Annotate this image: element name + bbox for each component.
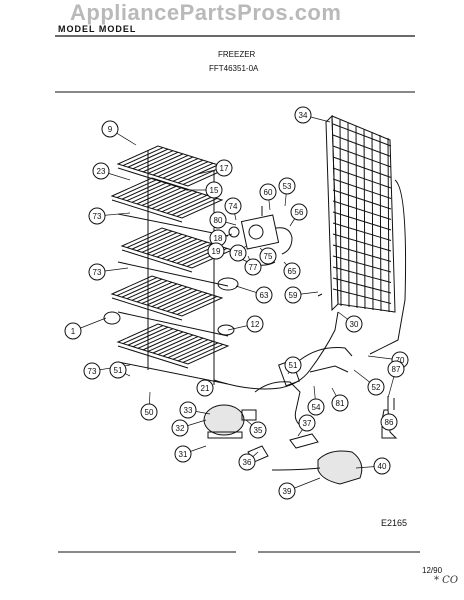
svg-text:19: 19 — [212, 247, 221, 256]
svg-text:60: 60 — [264, 188, 273, 197]
svg-text:73: 73 — [93, 212, 102, 221]
part-callout-17: 17 — [215, 159, 233, 177]
svg-text:31: 31 — [179, 450, 188, 459]
fan-shroud-drawing — [317, 450, 363, 485]
svg-text:39: 39 — [283, 487, 292, 496]
svg-text:17: 17 — [220, 164, 229, 173]
svg-text:74: 74 — [229, 202, 238, 211]
svg-text:73: 73 — [93, 268, 102, 277]
part-callout-54: 54 — [307, 398, 325, 416]
svg-text:18: 18 — [214, 234, 223, 243]
part-callout-65: 65 — [283, 262, 301, 280]
svg-text:56: 56 — [295, 208, 304, 217]
svg-text:53: 53 — [283, 182, 292, 191]
part-callout-31: 31 — [174, 445, 192, 463]
svg-text:51: 51 — [289, 361, 298, 370]
handwritten-note: * CO — [434, 575, 459, 586]
svg-text:36: 36 — [243, 458, 252, 467]
part-callout-21: 21 — [196, 379, 214, 397]
section-title: FREEZER — [218, 50, 256, 59]
svg-text:75: 75 — [264, 252, 273, 261]
shelf-rack — [110, 275, 224, 321]
part-callout-36: 36 — [238, 453, 256, 471]
part-callout-30: 30 — [345, 315, 363, 333]
svg-text:78: 78 — [234, 249, 243, 258]
model-number: FFT46351-0A — [209, 64, 259, 73]
shelf-rack — [116, 323, 230, 369]
svg-text:51: 51 — [114, 366, 123, 375]
model-label: MODEL MODEL — [58, 24, 137, 34]
svg-text:9: 9 — [108, 125, 113, 134]
svg-text:52: 52 — [372, 383, 381, 392]
part-callout-9: 9 — [101, 120, 119, 138]
svg-text:12: 12 — [251, 320, 260, 329]
part-callout-60: 60 — [259, 183, 277, 201]
svg-text:54: 54 — [312, 403, 321, 412]
part-callout-33: 33 — [179, 401, 197, 419]
part-callout-15: 15 — [205, 181, 223, 199]
part-callout-40: 40 — [373, 457, 391, 475]
part-callout-51: 51 — [284, 356, 302, 374]
part-callout-39: 39 — [278, 482, 296, 500]
svg-text:34: 34 — [299, 111, 308, 120]
part-callout-51: 51 — [109, 361, 127, 379]
svg-text:70: 70 — [396, 356, 405, 365]
svg-text:81: 81 — [336, 399, 345, 408]
part-callout-81: 81 — [331, 394, 349, 412]
part-callout-73: 73 — [88, 207, 106, 225]
svg-text:59: 59 — [289, 291, 298, 300]
svg-text:86: 86 — [385, 418, 394, 427]
part-callout-87: 87 — [387, 360, 405, 378]
watermark: AppliancePartsPros.com — [70, 0, 342, 25]
svg-text:73: 73 — [88, 367, 97, 376]
svg-text:63: 63 — [260, 291, 269, 300]
part-callout-56: 56 — [290, 203, 308, 221]
svg-text:77: 77 — [249, 263, 258, 272]
svg-text:80: 80 — [214, 216, 223, 225]
svg-text:1: 1 — [71, 327, 76, 336]
svg-text:33: 33 — [184, 406, 193, 415]
svg-text:21: 21 — [201, 384, 210, 393]
part-callout-1: 1 — [64, 322, 82, 340]
part-callout-86: 86 — [380, 413, 398, 431]
part-callout-80: 80 — [209, 211, 227, 229]
svg-text:35: 35 — [254, 426, 263, 435]
part-callout-19: 19 — [207, 242, 225, 260]
drawing-code: E2165 — [381, 518, 408, 528]
svg-text:15: 15 — [210, 186, 219, 195]
part-callout-75: 75 — [259, 247, 277, 265]
shelf-rack — [110, 177, 224, 223]
part-callout-35: 35 — [249, 421, 267, 439]
svg-text:32: 32 — [176, 424, 185, 433]
part-callout-63: 63 — [255, 286, 273, 304]
shelf-stack-drawing — [103, 145, 239, 385]
part-callout-73: 73 — [88, 263, 106, 281]
svg-text:87: 87 — [392, 365, 401, 374]
svg-text:30: 30 — [350, 320, 359, 329]
part-callout-37: 37 — [298, 414, 316, 432]
part-callout-77: 77 — [244, 258, 262, 276]
part-callout-34: 34 — [294, 106, 312, 124]
compressor-drawing — [203, 404, 257, 439]
svg-text:40: 40 — [378, 462, 387, 471]
part-callout-59: 59 — [284, 286, 302, 304]
part-callout-23: 23 — [92, 162, 110, 180]
condenser-coil-drawing — [325, 114, 407, 355]
svg-text:37: 37 — [303, 419, 312, 428]
svg-text:50: 50 — [145, 408, 154, 417]
part-callout-32: 32 — [171, 419, 189, 437]
svg-text:23: 23 — [97, 167, 106, 176]
part-callout-12: 12 — [246, 315, 264, 333]
control-assembly-drawing — [228, 206, 293, 255]
part-callout-73: 73 — [83, 362, 101, 380]
part-callout-74: 74 — [224, 197, 242, 215]
part-callout-78: 78 — [229, 244, 247, 262]
svg-text:65: 65 — [288, 267, 297, 276]
date-code: 12/90 — [422, 566, 443, 575]
part-callout-52: 52 — [367, 378, 385, 396]
part-callout-53: 53 — [278, 177, 296, 195]
part-callout-50: 50 — [140, 403, 158, 421]
